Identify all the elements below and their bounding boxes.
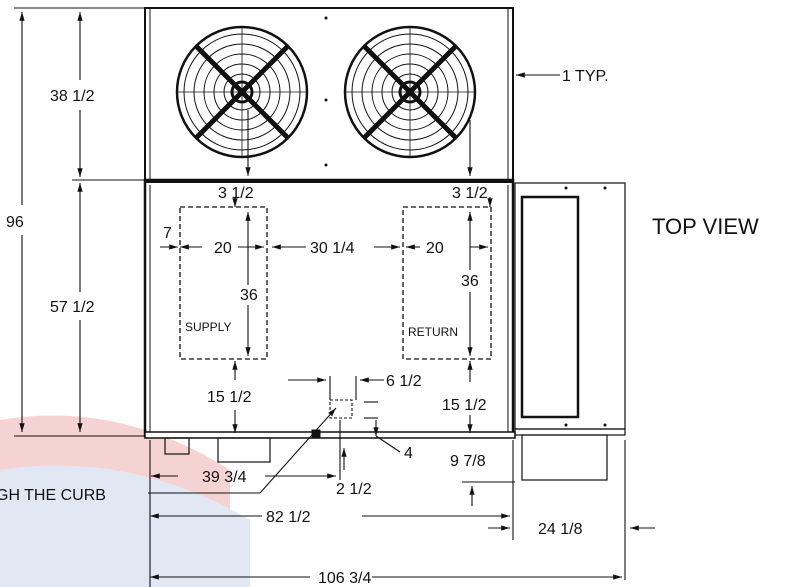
callout-curb: GH THE CURB — [0, 487, 106, 504]
dim-pipe-spacing: 6 1/2 — [386, 373, 422, 390]
base-rail — [144, 431, 516, 439]
left-foot — [164, 437, 190, 455]
dim-return-bottom: 15 1/2 — [442, 397, 487, 414]
dim-overall-depth: 96 — [6, 214, 24, 231]
dim-return-top: 3 1/2 — [452, 185, 488, 202]
center-foot — [217, 437, 271, 463]
dim-supply-length: 36 — [240, 287, 258, 304]
dim-between-openings: 30 1/4 — [310, 240, 355, 257]
dim-lower-section: 57 1/2 — [50, 299, 95, 316]
labels: TOP VIEW SUPPLY RETURN 96 38 1/2 57 1/2 … — [0, 68, 759, 587]
dimension-lines — [14, 7, 655, 587]
supply-label: SUPPLY — [185, 320, 231, 334]
dim-pipe-y: 2 1/2 — [336, 481, 372, 498]
pipe-openings — [329, 399, 378, 419]
unit-outline — [143, 7, 516, 463]
return-label: RETURN — [408, 325, 458, 339]
dim-supply-top: 3 1/2 — [218, 185, 254, 202]
dim-right-curb: 9 7/8 — [450, 453, 486, 470]
fan-right — [343, 25, 477, 159]
view-title: TOP VIEW — [652, 214, 759, 239]
fan-section-box — [144, 7, 514, 183]
supply-opening — [179, 206, 268, 360]
dim-fan-section: 38 1/2 — [50, 88, 95, 105]
side-unit-inner-panel — [520, 195, 580, 419]
dim-curb-length: 82 1/2 — [266, 509, 311, 526]
dim-pipe-x: 39 3/4 — [202, 469, 247, 486]
dim-pipe-offset: 4 — [404, 445, 413, 462]
dim-left-offset: 7 — [163, 225, 172, 242]
dim-wall-typ: 1 TYP. — [562, 68, 609, 85]
dim-return-length: 36 — [461, 273, 479, 290]
side-unit-foot — [521, 434, 608, 481]
dim-supply-width: 20 — [214, 240, 232, 257]
dim-return-width: 20 — [426, 240, 444, 257]
fan-left — [175, 25, 309, 159]
dim-side-unit: 24 1/8 — [538, 521, 583, 538]
return-opening — [402, 206, 492, 360]
fastener-dots — [324, 16, 607, 427]
dim-supply-bottom: 15 1/2 — [207, 389, 252, 406]
side-unit — [514, 182, 626, 481]
watermark-blue-swoosh — [0, 465, 250, 587]
dim-overall-length: 106 3/4 — [318, 570, 371, 587]
